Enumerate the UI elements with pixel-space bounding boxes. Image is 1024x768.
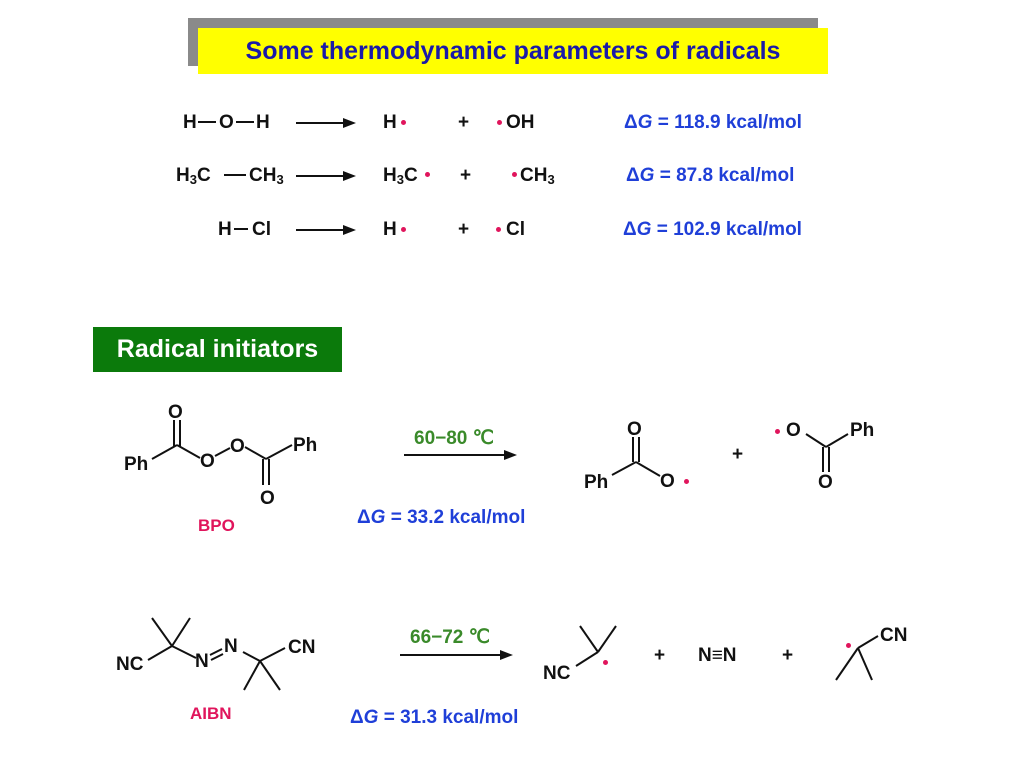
arrowhead-2: [343, 171, 356, 181]
bpo-o-top: O: [168, 402, 183, 423]
row2-right: CH3: [249, 165, 284, 187]
aibn-plus-1: +: [654, 645, 666, 666]
delta-g-symbol: G: [636, 219, 652, 240]
bpo-prod2-ph: Ph: [850, 420, 875, 441]
row3-product1: H: [383, 219, 397, 240]
row2-product2: CH3: [520, 165, 555, 187]
delta-g-value: = 33.2 kcal/mol: [390, 507, 526, 528]
aibn-delta-g: ΔG = 31.3 kcal/mol: [350, 707, 519, 728]
radical-dot: [684, 479, 689, 484]
bpo-o-bridge1: O: [200, 451, 215, 472]
radical-dot: [401, 120, 406, 125]
row3-delta-g: ΔG = 102.9 kcal/mol: [623, 219, 802, 240]
bpo-prod2-o: O: [786, 420, 801, 441]
arrowhead-1: [343, 118, 356, 128]
delta-g-value: = 118.9 kcal/mol: [657, 112, 802, 133]
delta-g-symbol: G: [639, 165, 655, 186]
bpo-o-bridge2: O: [230, 436, 245, 457]
row1-delta-g: ΔG = 118.9 kcal/mol: [624, 112, 802, 133]
row3-h: H: [218, 219, 232, 240]
arrowhead-aibn: [500, 650, 513, 660]
aibn-conditions: 66−72 ℃: [410, 627, 490, 648]
aibn-prod1-nc: NC: [543, 663, 571, 684]
radical-dot: [846, 643, 851, 648]
row1-h-right: H: [256, 112, 270, 133]
radical-dot: [775, 429, 780, 434]
bpo-prod1-ph: Ph: [584, 472, 609, 493]
delta-g-value: = 87.8 kcal/mol: [659, 165, 795, 186]
delta-g-symbol: G: [370, 507, 386, 528]
radical-dot: [497, 120, 502, 125]
arrowhead-bpo: [504, 450, 517, 460]
aibn-prod3-cn: CN: [880, 625, 908, 646]
row2-left: H3C: [176, 165, 211, 187]
delta-g-value: = 102.9 kcal/mol: [656, 219, 802, 240]
row2-plus: +: [460, 165, 472, 186]
row1-o: O: [219, 112, 234, 133]
section-title: Radical initiators: [93, 327, 342, 372]
row1-product2: OH: [506, 112, 535, 133]
aibn-nc: NC: [116, 654, 144, 675]
radical-dot: [512, 172, 517, 177]
row2-product1: H3C: [383, 165, 418, 187]
row2-delta-g: ΔG = 87.8 kcal/mol: [626, 165, 795, 186]
aibn-name: AIBN: [190, 704, 232, 723]
aibn-n2-product: N≡N: [698, 645, 737, 666]
bpo-name: BPO: [198, 516, 235, 535]
delta-g-value: = 31.3 kcal/mol: [383, 707, 519, 728]
row1-product1: H: [383, 112, 397, 133]
bpo-ph-left: Ph: [124, 454, 149, 475]
delta-g-symbol: G: [363, 707, 379, 728]
bpo-prod2-o-bottom: O: [818, 472, 833, 493]
radical-dot: [603, 660, 608, 665]
row3-cl: Cl: [252, 219, 271, 240]
aibn-n2: N: [224, 636, 238, 657]
aibn-plus-2: +: [782, 645, 794, 666]
row1-plus: +: [458, 112, 470, 133]
bpo-prod1-o: O: [660, 471, 675, 492]
radical-dot: [496, 227, 501, 232]
row3-product2: Cl: [506, 219, 525, 240]
bpo-delta-g: ΔG = 33.2 kcal/mol: [357, 507, 526, 528]
bpo-prod1-o-top: O: [627, 419, 642, 440]
delta-g-symbol: G: [637, 112, 653, 133]
radical-dot: [425, 172, 430, 177]
slide-title: Some thermodynamic parameters of radical…: [198, 28, 828, 74]
row3-plus: +: [458, 219, 470, 240]
aibn-n1: N: [195, 651, 209, 672]
bpo-ph-right: Ph: [293, 435, 318, 456]
bpo-o-bottom: O: [260, 488, 275, 509]
bpo-conditions: 60−80 ℃: [414, 428, 494, 449]
bpo-plus: +: [732, 444, 744, 465]
aibn-cn: CN: [288, 637, 316, 658]
radical-dot: [401, 227, 406, 232]
row1-h-left: H: [183, 112, 197, 133]
arrowhead-3: [343, 225, 356, 235]
